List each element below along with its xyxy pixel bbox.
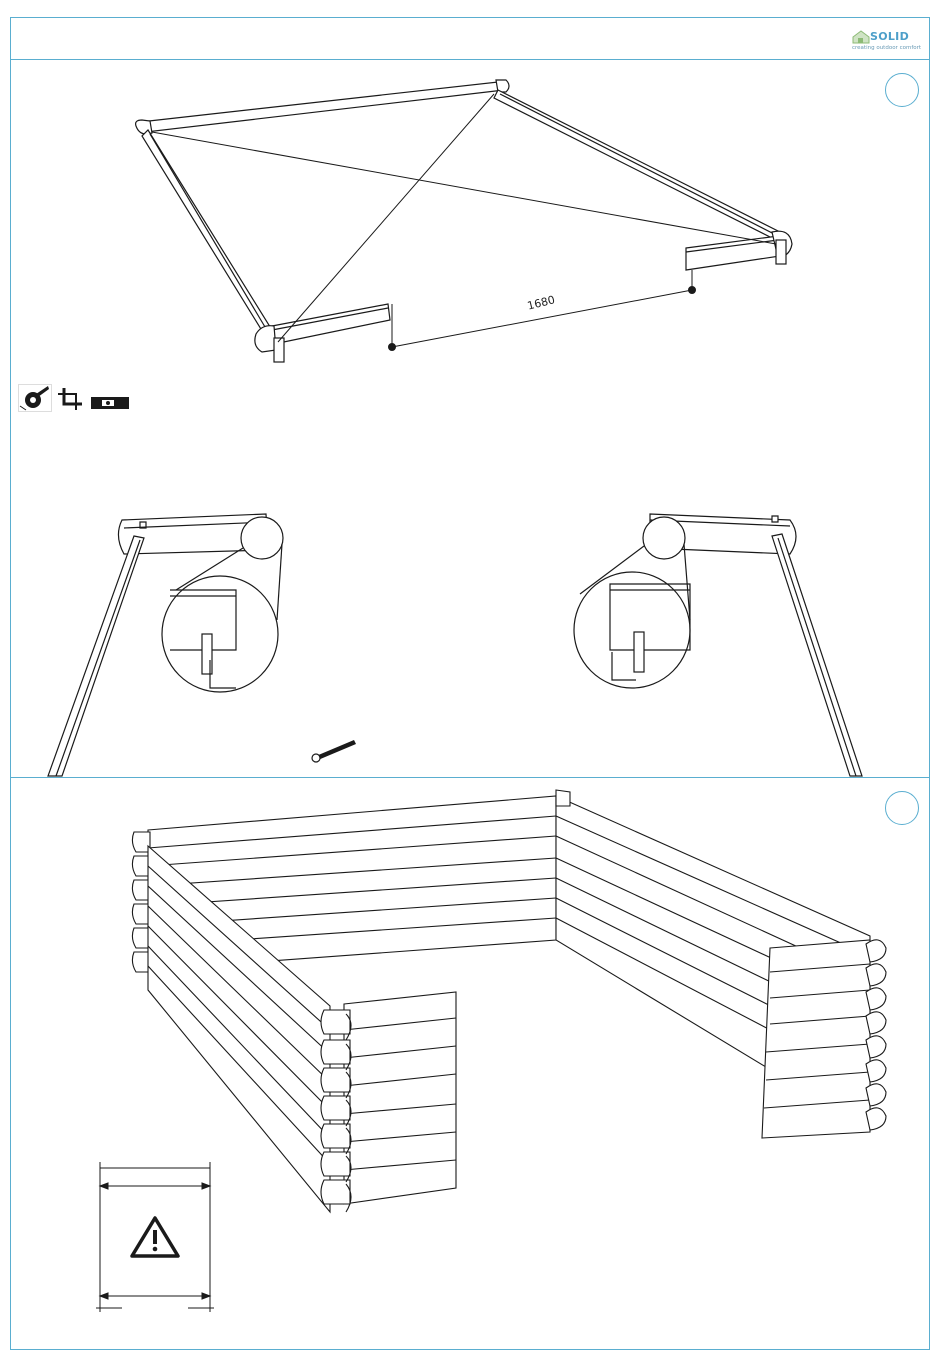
warning-triangle-icon: [132, 1218, 178, 1256]
